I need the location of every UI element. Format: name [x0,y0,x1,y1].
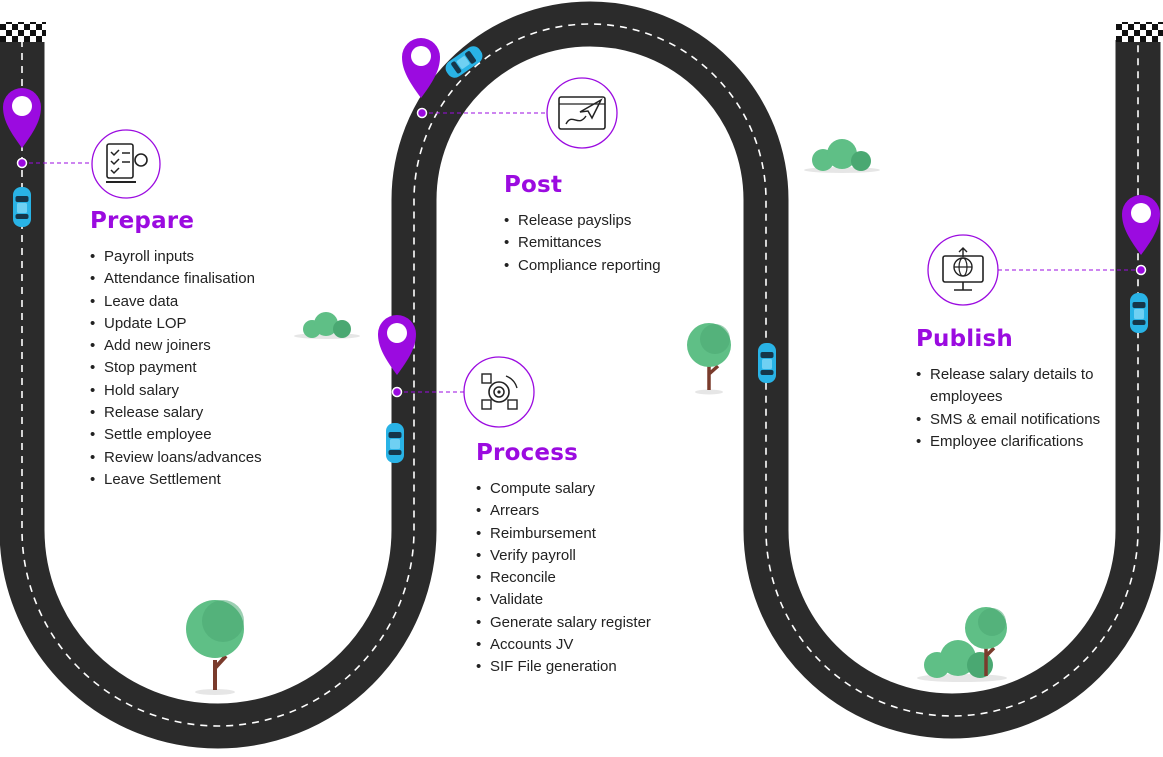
car-icon [1130,293,1148,333]
list-item: Release salary [90,402,350,425]
stage-process: Process Compute salary Arrears Reimburse… [476,440,736,679]
list-item: Stop payment [90,357,350,380]
checklist-gear-icon [91,129,161,199]
list-item: Update LOP [90,313,350,336]
car-icon [386,423,404,463]
list-item: Compliance reporting [504,255,744,278]
list-item: Remittances [504,232,744,255]
list-item: Compute salary [476,478,736,501]
dot-publish [1135,264,1147,276]
dot-prepare [16,157,28,169]
list-item: Accounts JV [476,634,736,657]
list-item: SIF File generation [476,656,736,679]
road-lane-marking [21,23,1139,727]
list-item: Employee clarifications [916,431,1106,454]
stage-title-publish: Publish [916,326,1013,352]
stage-list-post: Release payslips Remittances Compliance … [504,210,744,277]
stage-title-post: Post [504,172,563,198]
list-item: Add new joiners [90,335,350,358]
list-item: Reimbursement [476,523,736,546]
car-icon [13,187,31,227]
dot-post [416,107,428,119]
tree [186,600,244,695]
stage-list-publish: Release salary details to employees SMS … [916,364,1106,453]
list-item: Arrears [476,500,736,523]
stage-prepare: Prepare Payroll inputs Attendance finali… [90,208,350,492]
stage-title-process: Process [476,440,579,466]
dot-process [391,386,403,398]
list-item: Review loans/advances [90,447,350,470]
list-item: Leave Settlement [90,469,350,492]
bush [804,139,880,173]
list-item: Validate [476,589,736,612]
target-cycle-icon [463,356,535,428]
car-icon [758,343,776,383]
stage-list-process: Compute salary Arrears Reimbursement Ver… [476,478,736,679]
list-item: Reconcile [476,567,736,590]
stage-title-prepare: Prepare [90,208,195,234]
list-item: Attendance finalisation [90,268,350,291]
list-item: Payroll inputs [90,246,350,269]
list-item: Release payslips [504,210,744,233]
paper-plane-screen-icon [546,77,618,149]
checkered-flag-icon [0,22,46,42]
list-item: Verify payroll [476,545,736,568]
list-item: Leave data [90,291,350,314]
stage-list-prepare: Payroll inputs Attendance finalisation L… [90,246,350,492]
list-item: SMS & email notifications [916,409,1106,432]
tree [687,323,731,395]
globe-upload-monitor-icon [927,234,999,306]
checkered-flag-icon [1116,22,1163,42]
list-item: Generate salary register [476,612,736,635]
list-item: Release salary details to employees [916,364,1106,409]
stage-publish: Publish Release salary details to employ… [916,326,1106,453]
tree [965,607,1007,676]
list-item: Hold salary [90,380,350,403]
stage-post: Post Release payslips Remittances Compli… [504,172,744,277]
list-item: Settle employee [90,424,350,447]
